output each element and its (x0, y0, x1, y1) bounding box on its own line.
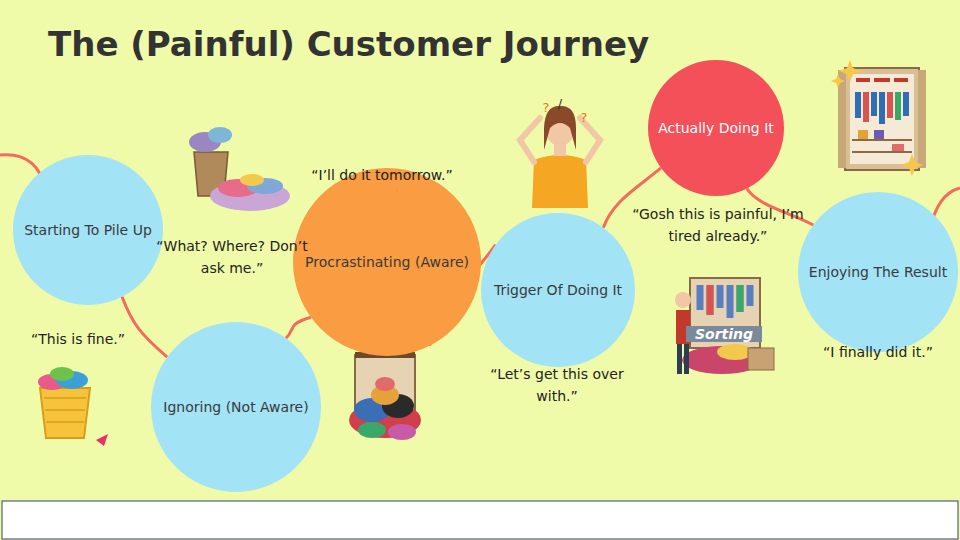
stage-label: Starting To Pile Up (24, 220, 152, 241)
stage-label: Trigger Of Doing It (494, 280, 622, 301)
journey-line (286, 317, 311, 338)
empty-bar (2, 501, 958, 539)
stage-circle: Actually Doing It (648, 60, 784, 196)
stage-circle: Trigger Of Doing It (481, 213, 635, 367)
illustration-text: / (550, 94, 570, 114)
stage-label: Procrastinating (Aware) (305, 252, 469, 273)
messy-closet (349, 352, 421, 440)
quote-label: “What? Where? Don’t ask me.” (152, 236, 312, 279)
quote-label: “I’ll do it tomorrow.” (292, 165, 472, 187)
quote-label: “Let’s get this over with.” (487, 364, 627, 407)
clothes-pile (189, 127, 290, 211)
stage-circle: Procrastinating (Aware) (293, 168, 481, 356)
quote-label: “Gosh this is painful, I’m tired already… (628, 204, 808, 247)
journey-line (122, 297, 167, 357)
stage-circle: Ignoring (Not Aware) (151, 322, 321, 492)
stage-circle: Enjoying The Result (798, 192, 958, 352)
stage-label: Enjoying The Result (809, 262, 947, 283)
stage-label: Ignoring (Not Aware) (163, 397, 308, 418)
title: The (Painful) Customer Journey (48, 24, 649, 64)
illustration-text: Sorting (686, 326, 762, 343)
laundry-basket (38, 367, 108, 446)
illustration-text: ? (574, 108, 594, 128)
illustration-text: ? (536, 98, 556, 118)
sorting-scene (675, 278, 774, 374)
stage-circle: Starting To Pile Up (13, 155, 163, 305)
quote-label: “I finally did it.” (793, 342, 960, 364)
organized-closet (831, 60, 926, 176)
confused-woman (520, 106, 600, 208)
stage-label: Actually Doing It (658, 118, 774, 139)
quote-label: “This is fine.” (13, 329, 143, 351)
